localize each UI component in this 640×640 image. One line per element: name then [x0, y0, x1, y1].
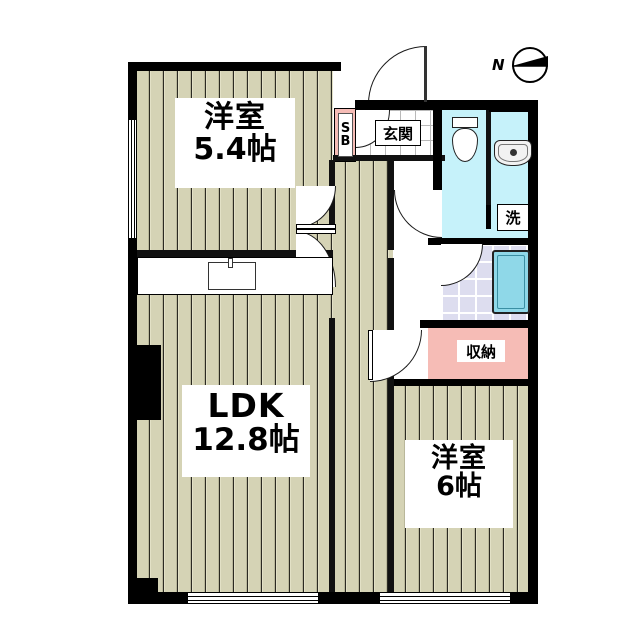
kitchen-faucet — [228, 258, 233, 268]
wall-entrance-toilet — [433, 100, 442, 230]
ldk-label: LDK 12.8帖 — [182, 385, 310, 477]
bedroom-south-door-arc — [370, 330, 422, 382]
wall-bottom-right — [510, 592, 538, 604]
wall-hall-east-lower — [388, 258, 394, 328]
wall-hall-bedroom-south — [388, 328, 394, 592]
toilet-tank — [452, 117, 478, 128]
bedroom-south-door-leaf — [368, 330, 373, 380]
bedroom-north-label: 洋室 5.4帖 — [175, 98, 295, 188]
wall-hall-east-upper — [388, 160, 394, 250]
wall-hall-west-lower — [329, 318, 335, 592]
vanity-basin — [494, 140, 532, 166]
pillar-west-ldk — [137, 345, 161, 420]
wall-washroom-north — [489, 100, 538, 112]
entrance-door-leaf — [424, 46, 427, 102]
wall-closet-bottom — [394, 379, 538, 386]
vanity-basin-inner — [498, 144, 528, 162]
toilet-bowl — [452, 128, 478, 162]
ldk-door-leaf — [296, 229, 336, 234]
ldk-name: LDK — [207, 386, 285, 425]
wall-top-bedroom-north — [128, 62, 341, 71]
wall-entrance-hall — [333, 155, 445, 161]
entrance-label: 玄関 — [375, 120, 421, 146]
entrance-door-arc — [368, 46, 426, 104]
washer-space-floor — [441, 228, 535, 238]
bedroom-north-door-leaf — [296, 224, 336, 229]
bathtub — [492, 250, 530, 314]
bathtub-inner-edge — [497, 255, 525, 309]
bedroom-south-size: 6帖 — [436, 471, 482, 503]
window-bedroom-north-west — [128, 120, 137, 238]
wall-bottom-mid — [318, 592, 380, 604]
wall-bath-washroom — [428, 238, 538, 245]
bedroom-south-label: 洋室 6帖 — [405, 440, 513, 528]
wall-toilet-washroom — [486, 110, 491, 205]
wall-left-upper — [128, 62, 137, 120]
bedroom-south-name: 洋室 — [431, 443, 487, 474]
window-ldk-south — [188, 592, 318, 604]
closet-label: 収納 — [457, 340, 505, 362]
wall-right-outer — [528, 100, 538, 604]
washroom-door-arc — [394, 190, 442, 238]
shoe-box-label-line1: S — [340, 121, 351, 136]
compass-north-label: N — [492, 56, 505, 74]
shoe-box-label: S B — [338, 113, 353, 157]
ldk-size: 12.8帖 — [192, 421, 300, 458]
bedroom-north-size: 5.4帖 — [193, 131, 277, 167]
wall-bottom-left — [128, 592, 188, 604]
washer-label: 洗 — [497, 204, 529, 231]
wall-bedroom-north-ldk — [137, 250, 333, 257]
bedroom-north-name: 洋室 — [204, 100, 266, 135]
vanity-drain-icon — [509, 148, 517, 156]
shoe-box-label-line2: B — [340, 134, 351, 149]
entrance-door-threshold — [355, 100, 441, 110]
wall-closet-top — [420, 320, 538, 328]
compass-rose: N — [492, 44, 558, 86]
window-bedroom-south — [380, 592, 510, 604]
compass-needle-icon — [512, 56, 548, 67]
wall-washroom-divider — [486, 205, 491, 229]
wall-left-lower — [128, 238, 137, 600]
